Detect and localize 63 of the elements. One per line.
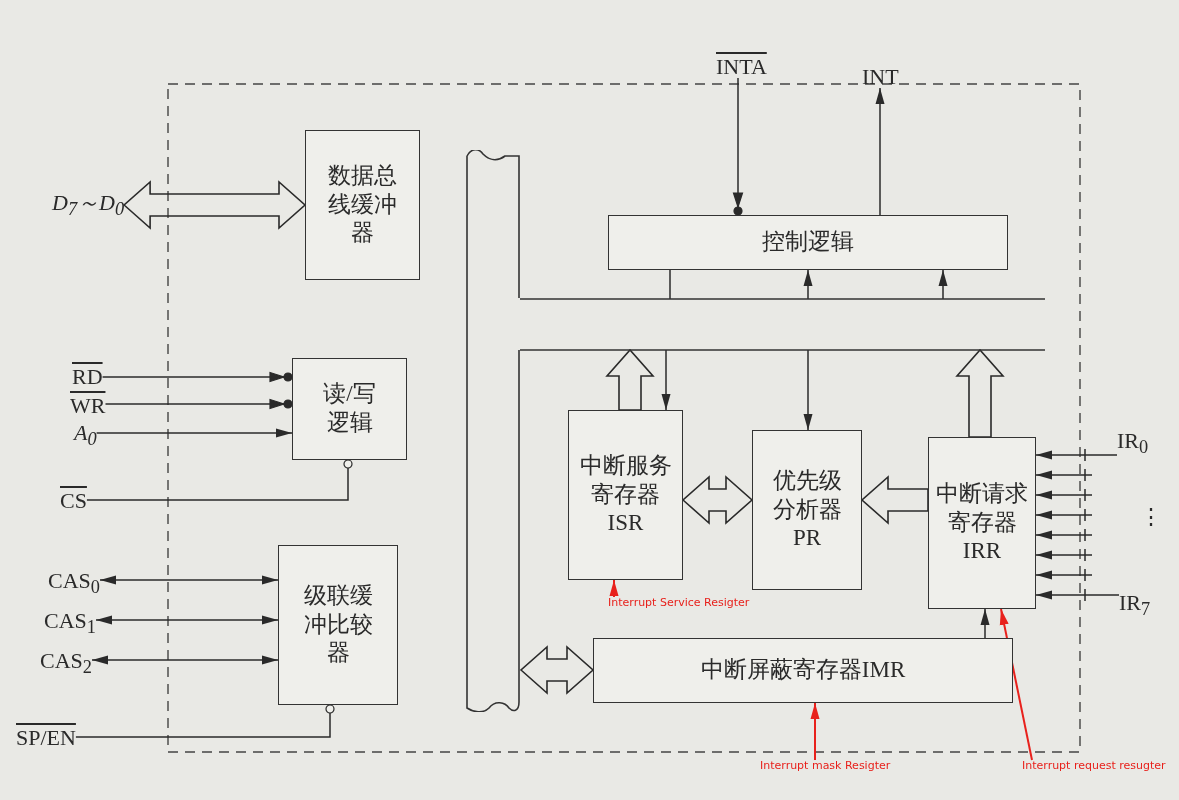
block-label: 中断服务寄存器	[578, 451, 673, 509]
arrow	[803, 349, 813, 431]
arrow	[1035, 588, 1120, 602]
signal-label: INT	[862, 66, 899, 88]
block-box	[593, 638, 1013, 703]
arrow	[99, 575, 279, 585]
signal-label: A$_{0}$	[74, 422, 97, 449]
signal-label: RD	[72, 366, 103, 388]
arrow	[1035, 528, 1093, 542]
signal-label: D$_{7}$～D$_{0}$	[52, 192, 125, 219]
signal-label: IR$_{7}$	[1119, 592, 1151, 619]
block-label: 级联缓冲比较器	[302, 581, 374, 668]
signal-label: CAS$_{2}$	[40, 650, 92, 677]
annotation-text: Interrupt Service Resigter	[608, 597, 750, 608]
signal-line	[669, 269, 671, 300]
block-label: 控制逻辑	[762, 228, 854, 257]
arrow	[1035, 468, 1093, 482]
leader-line	[609, 579, 619, 598]
bus-arrow	[681, 475, 754, 525]
arrow	[1035, 448, 1118, 462]
block-box	[292, 358, 407, 460]
block-label: IRR	[962, 537, 1002, 566]
block-box	[278, 545, 398, 705]
arrow	[1035, 488, 1093, 502]
bus-arrow	[860, 475, 929, 525]
block-box	[305, 130, 420, 280]
arrow	[661, 349, 671, 411]
bus-arrow	[122, 180, 307, 230]
block-label: 优先级分析器	[771, 466, 843, 524]
block-label: ISR	[607, 509, 644, 538]
arrow	[1035, 548, 1093, 562]
arrow	[938, 269, 948, 300]
arrow	[91, 655, 279, 665]
signal-label: WR	[70, 395, 106, 417]
signal-label: CAS$_{1}$	[44, 610, 96, 637]
arrow	[875, 87, 885, 216]
block-box	[928, 437, 1036, 609]
arrow	[980, 608, 990, 639]
arrow	[803, 269, 813, 300]
annotation-text: Interrupt mask Resigter	[760, 760, 891, 771]
leader-line	[810, 702, 820, 761]
block-label: 读/写逻辑	[322, 380, 377, 437]
signal-label: CAS$_{0}$	[48, 570, 100, 597]
block-label: 中断请求寄存器	[935, 479, 1029, 537]
signal-label: CS	[60, 490, 87, 512]
signal-label: INTA	[716, 56, 767, 78]
signal-label: IR$_{0}$	[1117, 430, 1149, 457]
block-label: 中断屏蔽寄存器IMR	[700, 656, 906, 685]
arrow	[95, 428, 293, 438]
annotation-text: Interrupt request resugter	[1022, 760, 1166, 771]
bus-arrow	[605, 348, 655, 411]
arrow	[1035, 508, 1093, 522]
block-label: PR	[792, 524, 822, 553]
arrow	[1035, 568, 1093, 582]
block-label: 数据总线缓冲器	[327, 161, 398, 248]
block-box	[568, 410, 683, 580]
bus-arrow	[519, 645, 595, 695]
bus-arrow	[955, 348, 1005, 438]
signal-label: SP/EN	[16, 727, 76, 749]
ellipsis-dots: ⋮	[1140, 506, 1162, 528]
block-box	[752, 430, 862, 590]
arrow	[95, 615, 279, 625]
block-box	[608, 215, 1008, 270]
